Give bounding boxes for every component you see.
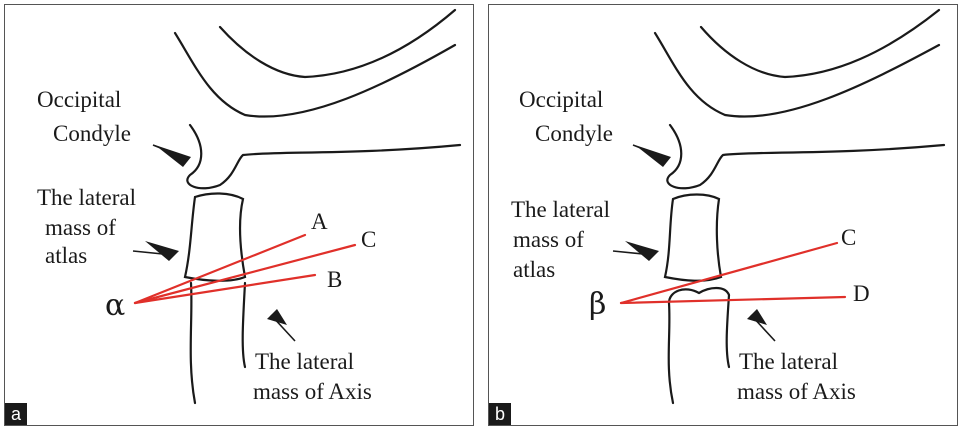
atlas-lateral-mass xyxy=(665,195,721,281)
atlas-lateral-mass xyxy=(185,193,245,280)
angle-beta-symbol: β xyxy=(589,287,606,322)
line-label-b: B xyxy=(327,267,342,293)
occipital-label-line1: Occipital xyxy=(37,87,121,113)
line-label-c: C xyxy=(841,225,856,251)
atlas-label-line3: atlas xyxy=(45,243,87,269)
axis-right-edge xyxy=(727,295,729,367)
axis-label-line2: mass of Axis xyxy=(253,379,372,405)
line-label-c: C xyxy=(361,227,376,253)
arrow-icon xyxy=(145,241,179,261)
skull-outer-curve xyxy=(655,33,939,117)
condyle-label-line2: Condyle xyxy=(535,121,613,147)
panel-b: Occipital Condyle The lateral mass of at… xyxy=(488,4,958,426)
occipital-condyle xyxy=(187,125,460,188)
panel-a: Occipital Condyle The lateral mass of at… xyxy=(4,4,474,426)
atlas-label-line2: mass of xyxy=(513,227,584,253)
condyle-label-line2: Condyle xyxy=(53,121,131,147)
occipital-label-line1: Occipital xyxy=(519,87,603,113)
atlas-label-line2: mass of xyxy=(45,215,116,241)
skull-inner-curve xyxy=(701,10,939,77)
axis-left-edge xyxy=(191,283,195,403)
panel-tag-a: a xyxy=(5,403,27,425)
axis-label-line1: The lateral xyxy=(739,349,838,375)
axis-left-edge xyxy=(669,303,673,403)
axis-right-edge xyxy=(243,283,245,367)
angle-alpha-symbol: α xyxy=(105,288,125,323)
line-label-d: D xyxy=(853,281,870,307)
line-d xyxy=(621,297,845,303)
panel-tag-b: b xyxy=(489,403,511,425)
line-a xyxy=(135,235,305,303)
axis-label-line2: mass of Axis xyxy=(737,379,856,405)
line-label-a: A xyxy=(311,209,328,235)
skull-inner-curve xyxy=(220,10,455,77)
atlas-label-line1: The lateral xyxy=(37,185,136,211)
axis-label-line1: The lateral xyxy=(255,349,354,375)
arrow-icon xyxy=(625,241,659,261)
atlas-label-line3: atlas xyxy=(513,257,555,283)
occipital-condyle xyxy=(667,125,944,188)
atlas-label-line1: The lateral xyxy=(511,197,610,223)
skull-outer-curve xyxy=(175,33,455,117)
